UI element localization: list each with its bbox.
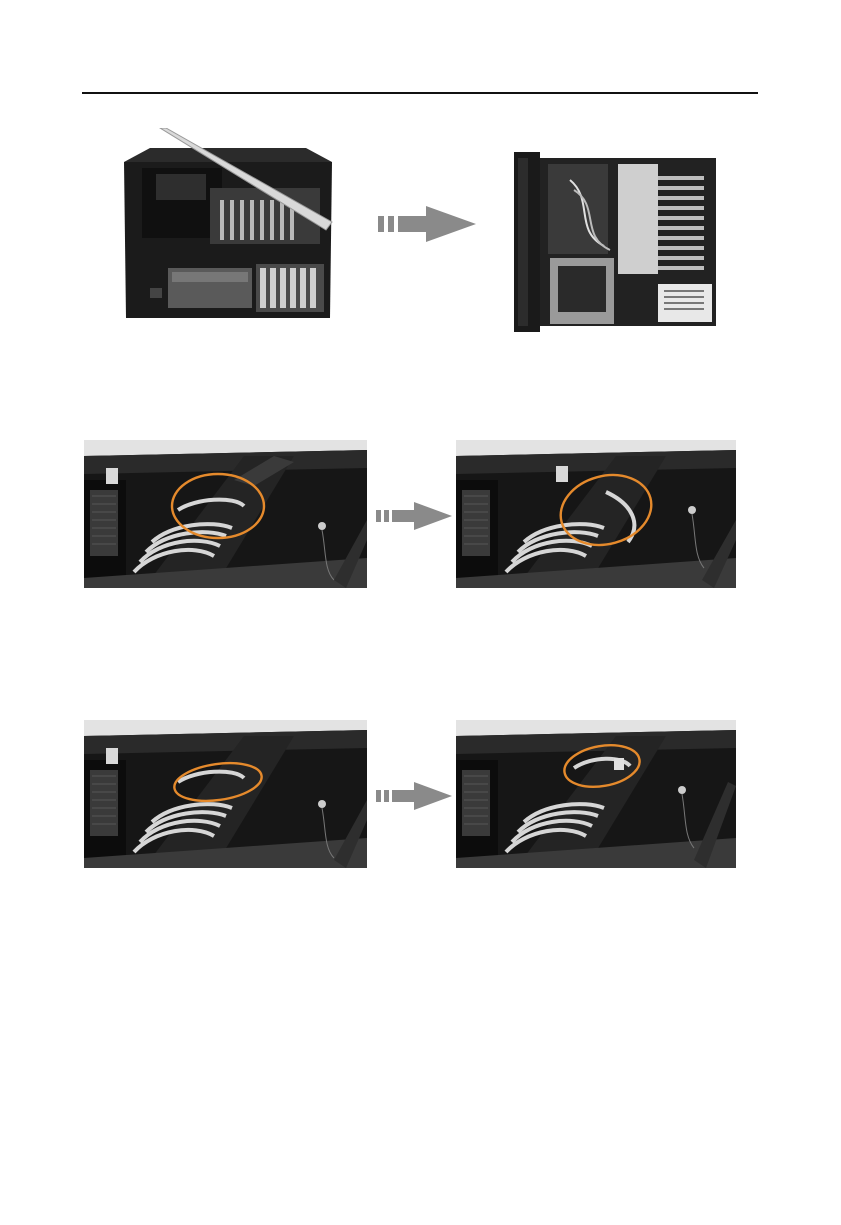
next-step-arrow-icon [378, 206, 476, 242]
clamp-bar-before-photo [84, 440, 367, 588]
clamp-bar-before-photo-2 [84, 720, 367, 868]
header-rule [82, 92, 758, 94]
chassis-top-down-photo [514, 150, 720, 334]
clamp-bar-after-photo-2 [456, 720, 736, 868]
clamp-bar-after-photo [456, 440, 736, 588]
chassis-open-photo [120, 128, 336, 320]
next-step-arrow-icon [376, 502, 452, 530]
next-step-arrow-icon [376, 782, 452, 810]
